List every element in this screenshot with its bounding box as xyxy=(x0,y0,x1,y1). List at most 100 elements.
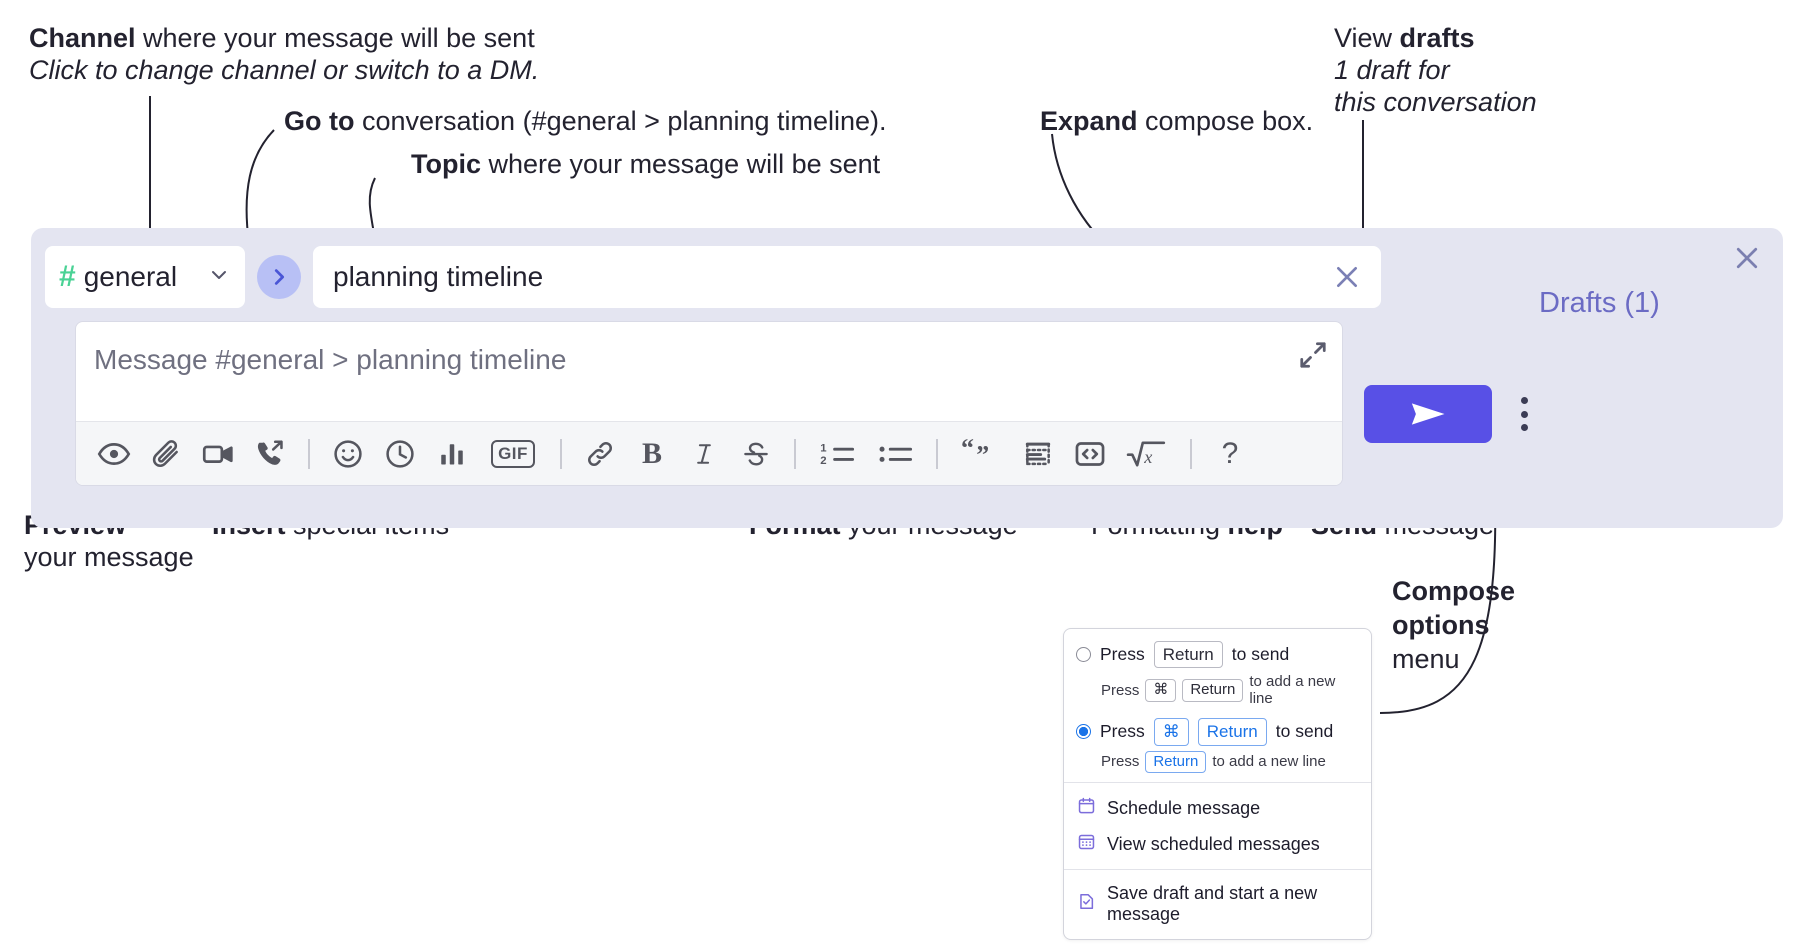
option1-sub-key-return: Return xyxy=(1182,678,1244,702)
annotation-goto: Go to conversation (#general > planning … xyxy=(284,106,887,138)
annotation-channel-italic: Click to change channel or switch to a D… xyxy=(29,54,540,85)
topic-value: planning timeline xyxy=(333,261,544,292)
preview-icon[interactable] xyxy=(88,431,140,477)
emoji-icon[interactable] xyxy=(322,431,374,477)
toolbar-divider xyxy=(308,438,310,469)
gif-label: GIF xyxy=(491,439,535,468)
annotation-channel-rest: where your message will be sent xyxy=(135,23,535,53)
kebab-dot xyxy=(1520,410,1528,418)
message-editor[interactable]: Message #general > planning timeline xyxy=(75,321,1343,486)
menu-item-label: Save draft and start a new message xyxy=(1107,883,1318,925)
option2-sub-key-return: Return xyxy=(1145,750,1207,774)
bold-label: B xyxy=(641,436,662,470)
menu-item-schedule-message[interactable]: Schedule message xyxy=(1064,790,1371,826)
annotation-goto-bold: Go to xyxy=(284,106,355,136)
formatting-toolbar: GIF B xyxy=(76,421,1342,485)
option2-key-return: Return xyxy=(1197,718,1267,746)
send-option-return[interactable]: Press Return to send Press ⌘ Return to a… xyxy=(1064,639,1371,707)
annotation-compose-options-line1: Compose xyxy=(1392,576,1516,606)
menu-divider xyxy=(1064,782,1371,784)
menu-item-view-scheduled[interactable]: View scheduled messages xyxy=(1064,826,1371,862)
annotation-goto-rest: conversation (#general > planning timeli… xyxy=(354,106,887,136)
link-icon[interactable] xyxy=(574,431,626,477)
option1-sub-press: Press xyxy=(1101,681,1140,699)
menu-item-label: Schedule message xyxy=(1107,797,1261,818)
option1-key-return: Return xyxy=(1153,641,1223,669)
annotation-drafts-line3: this conversation xyxy=(1334,86,1537,117)
annotation-drafts-rest: View xyxy=(1334,23,1400,53)
toolbar-divider xyxy=(1190,438,1192,469)
drafts-link[interactable]: Drafts (1) xyxy=(1539,287,1660,319)
annotation-compose-options: Compose options menu xyxy=(1392,575,1515,676)
reminder-clock-icon[interactable] xyxy=(374,431,426,477)
code-block-icon[interactable] xyxy=(1012,431,1064,477)
clear-topic-icon[interactable] xyxy=(1331,261,1363,293)
toolbar-divider xyxy=(936,438,938,469)
audio-call-icon[interactable] xyxy=(244,431,296,477)
radio-cmd-return[interactable] xyxy=(1076,724,1091,740)
radio-return[interactable] xyxy=(1076,647,1091,663)
ordered-list-icon[interactable]: 1 2 xyxy=(808,431,866,477)
option2-key-cmd: ⌘ xyxy=(1153,718,1189,746)
attachment-icon[interactable] xyxy=(140,431,192,477)
annotation-channel-bold: Channel xyxy=(29,23,136,53)
bulleted-list-icon[interactable] xyxy=(866,431,924,477)
italic-icon[interactable] xyxy=(678,431,730,477)
message-input-placeholder: Message #general > planning timeline xyxy=(94,344,567,375)
option1-sub-rest: to add a new line xyxy=(1249,673,1336,708)
help-label: ? xyxy=(1221,436,1239,470)
annotation-compose-options-line2: options xyxy=(1392,609,1490,640)
svg-text:”: ” xyxy=(976,440,989,469)
compose-options-button[interactable] xyxy=(1509,393,1539,435)
channel-name-label: general xyxy=(83,261,178,292)
math-icon[interactable]: x xyxy=(1116,431,1178,477)
option2-to-send: to send xyxy=(1275,721,1334,742)
annotation-expand-bold: Expand xyxy=(1040,106,1138,136)
option2-sub-rest: to add a new line xyxy=(1212,753,1326,771)
expand-compose-icon[interactable] xyxy=(1298,340,1328,370)
poll-icon[interactable] xyxy=(426,431,478,477)
strikethrough-icon[interactable] xyxy=(730,431,782,477)
compose-panel: # general planning timeline Message #gen… xyxy=(31,228,1783,528)
video-icon[interactable] xyxy=(192,431,244,477)
annotation-drafts: View drafts 1 draft for this conversatio… xyxy=(1334,23,1537,119)
gif-icon[interactable]: GIF xyxy=(478,431,548,477)
annotation-preview-line2: your message xyxy=(24,541,194,572)
blockquote-icon[interactable]: “ ” xyxy=(950,431,1012,477)
svg-text:2: 2 xyxy=(820,455,826,467)
option2-sub-press: Press xyxy=(1101,753,1140,771)
calendar-icon xyxy=(1077,796,1096,820)
calendar-grid-icon xyxy=(1077,832,1096,856)
code-icon[interactable] xyxy=(1064,431,1116,477)
toolbar-divider xyxy=(560,438,562,469)
svg-text:1: 1 xyxy=(820,442,827,454)
svg-text:x: x xyxy=(1143,447,1152,467)
option2-subtext: Press Return to add a new line xyxy=(1101,750,1359,774)
bold-icon[interactable]: B xyxy=(626,431,678,477)
channel-selector[interactable]: # general xyxy=(45,246,245,308)
option1-sub-key-cmd: ⌘ xyxy=(1145,678,1177,702)
kebab-dot xyxy=(1520,397,1528,404)
close-icon[interactable] xyxy=(1729,240,1765,276)
send-button[interactable] xyxy=(1364,385,1492,443)
annotation-drafts-line2: 1 draft for xyxy=(1334,54,1450,85)
annotation-expand-rest: compose box. xyxy=(1137,106,1314,136)
option1-subtext: Press ⌘ Return to add a new line xyxy=(1101,673,1359,707)
help-icon[interactable]: ? xyxy=(1204,431,1256,477)
chevron-down-icon xyxy=(207,263,231,292)
annotation-topic-bold: Topic xyxy=(411,149,481,179)
send-option-cmd-return[interactable]: Press ⌘ Return to send Press Return to a… xyxy=(1064,716,1371,774)
menu-divider xyxy=(1064,869,1371,871)
compose-options-menu: Press Return to send Press ⌘ Return to a… xyxy=(1063,628,1372,941)
option2-press: Press xyxy=(1100,721,1145,742)
kebab-dot xyxy=(1520,424,1528,431)
topic-input[interactable]: planning timeline xyxy=(313,246,1381,308)
hash-icon: # xyxy=(59,260,76,293)
menu-item-save-draft[interactable]: Save draft and start a new message xyxy=(1064,877,1371,931)
annotation-compose-options-line3: menu xyxy=(1392,643,1460,674)
annotation-expand: Expand compose box. xyxy=(1040,106,1313,138)
menu-item-label: View scheduled messages xyxy=(1107,833,1320,854)
annotation-topic-rest: where your message will be sent xyxy=(481,149,881,179)
goto-conversation-button[interactable] xyxy=(257,255,301,299)
compose-header-row: # general planning timeline xyxy=(45,246,1381,308)
